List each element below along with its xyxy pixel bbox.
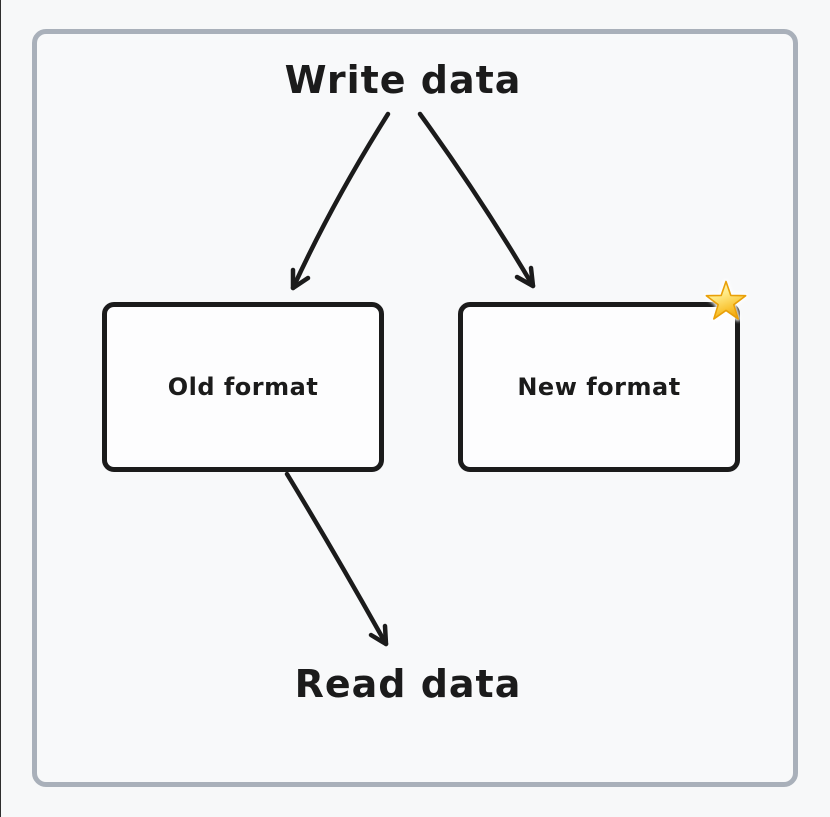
- new-format-box: New format: [458, 302, 740, 472]
- old-format-box: Old format: [102, 302, 384, 472]
- star-emoji-icon: [704, 279, 748, 322]
- write-data-label: Write data: [284, 58, 522, 102]
- new-format-label: New format: [517, 373, 681, 401]
- read-data-label: Read data: [294, 662, 522, 706]
- old-format-label: Old format: [167, 373, 319, 401]
- screen-left-edge: [0, 0, 1, 817]
